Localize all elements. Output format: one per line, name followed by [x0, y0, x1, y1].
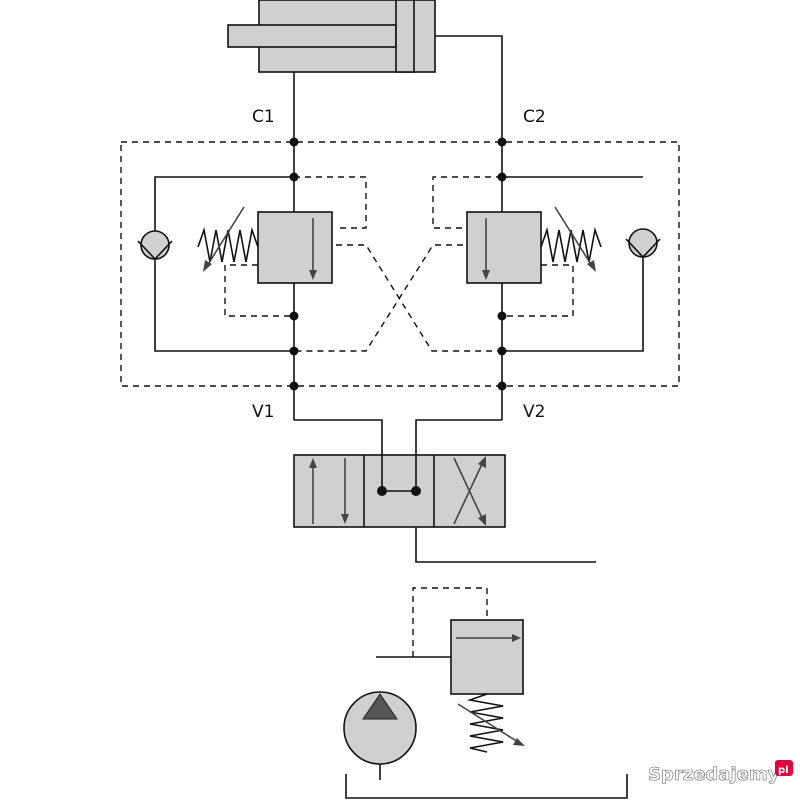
pump-direction-icon — [362, 693, 398, 720]
hydraulic-cylinder — [227, 0, 503, 140]
pilot-line-left-upper — [294, 176, 367, 229]
directional-control-valve — [293, 454, 506, 528]
check-valve-right — [502, 176, 661, 352]
valve-block-boundary — [120, 141, 680, 387]
counterbalance-valve-left — [197, 206, 333, 284]
watermark-badge-text: pl — [778, 765, 789, 776]
line-v1-to-dcv — [294, 419, 383, 455]
check-valve-left — [137, 176, 294, 352]
relief-pilot-line — [412, 587, 488, 657]
spring-icon — [197, 206, 259, 272]
port-label-v1: V1 — [252, 402, 274, 422]
spring-icon — [540, 206, 602, 272]
check-ball-icon — [140, 230, 170, 260]
watermark-text: Sprzedajemy — [648, 764, 780, 785]
pressure-relief-valve — [450, 619, 525, 753]
pilot-line-right-lower — [502, 264, 574, 317]
counterbalance-valve-right — [466, 206, 602, 284]
port-label-c1: C1 — [252, 107, 275, 127]
junction-dots — [289, 137, 507, 391]
pilot-line-left-lower — [224, 264, 294, 317]
pilot-line-right-upper — [432, 176, 502, 229]
piston-rod — [227, 24, 397, 48]
watermark-logo: Sprzedajemy pl — [648, 760, 793, 785]
reservoir-tank — [345, 774, 628, 799]
line-v2-to-dcv — [415, 419, 502, 455]
check-ball-icon — [628, 228, 658, 258]
tank-return-line — [415, 527, 596, 563]
pilot-line-cross-b — [294, 244, 463, 352]
spring-icon — [457, 693, 525, 753]
piston — [395, 0, 415, 73]
port-label-c2: C2 — [523, 107, 546, 127]
port-label-v2: V2 — [523, 402, 545, 422]
hydraulic-pump — [343, 691, 417, 780]
watermark-badge — [775, 760, 793, 776]
